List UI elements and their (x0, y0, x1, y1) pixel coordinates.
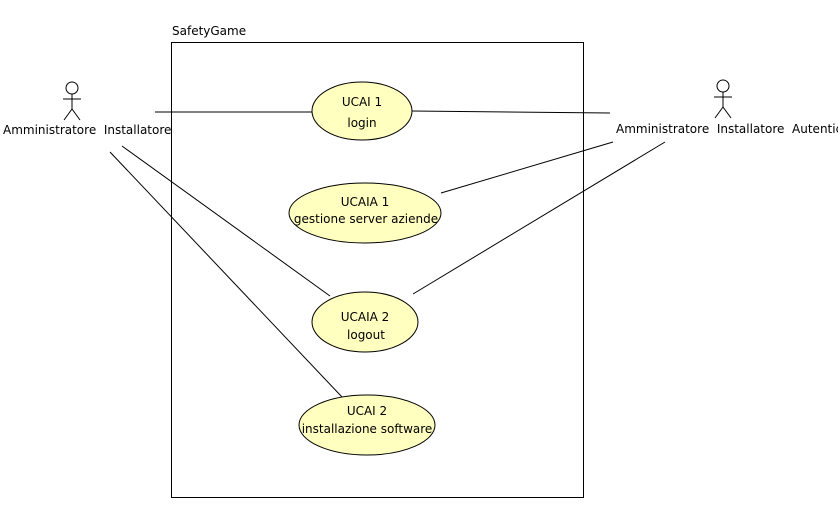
actor-left (63, 81, 81, 121)
use-case-logout-name: logout (347, 328, 385, 342)
actor-left-leg-right (71, 108, 81, 121)
use-case-login: UCAI 1 login (311, 81, 413, 141)
assoc-right-login (411, 110, 611, 114)
use-case-login-id: UCAI 1 (342, 95, 382, 109)
actor-right-leg-left (714, 106, 724, 119)
actor-right-label: Amministratore Installatore Autenticato (616, 122, 838, 136)
use-case-gestione-server: UCAIA 1 gestione server aziende (288, 182, 442, 244)
use-case-gestione-server-shape (288, 182, 442, 244)
actor-left-leg-left (63, 108, 73, 121)
assoc-right-logout (412, 141, 666, 295)
use-case-installazione-software-id: UCAI 2 (347, 404, 387, 418)
use-case-gestione-server-name: gestione server aziende (294, 212, 438, 226)
use-case-logout-shape (311, 291, 419, 353)
use-case-gestione-server-id: UCAIA 1 (341, 195, 390, 209)
system-name: SafetyGame (172, 24, 246, 38)
assoc-left-installazione (109, 151, 343, 398)
use-case-installazione-software-name: installazione software (302, 422, 433, 436)
use-case-installazione-software-shape (298, 394, 436, 456)
actor-left-head (65, 81, 79, 95)
assoc-left-logout (121, 145, 331, 297)
actor-right-leg-right (722, 106, 732, 119)
actor-right (714, 79, 732, 119)
use-case-installazione-software: UCAI 2 installazione software (298, 394, 436, 456)
use-case-login-shape (311, 81, 413, 141)
system-boundary (171, 42, 584, 498)
use-case-login-name: login (347, 116, 376, 130)
assoc-right-gestione (440, 141, 614, 194)
use-case-logout-id: UCAIA 2 (341, 310, 390, 324)
use-case-logout: UCAIA 2 logout (311, 291, 419, 353)
actor-left-label: Amministratore Installatore (3, 123, 171, 137)
actor-right-head (716, 79, 730, 93)
